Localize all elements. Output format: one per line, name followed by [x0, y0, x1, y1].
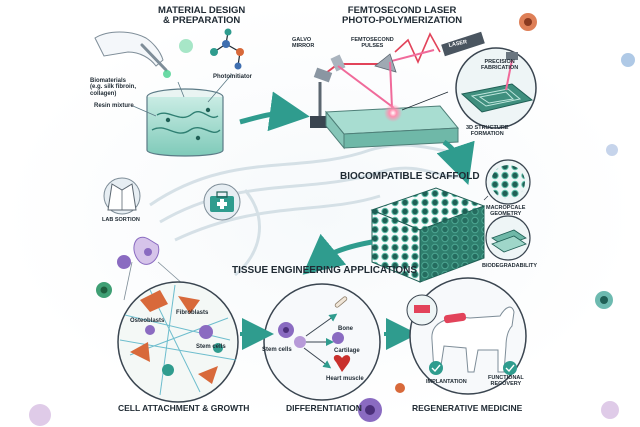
structure-line1: 3D STRUCTURE [466, 125, 509, 131]
galvo-line2: MIRROR [292, 42, 315, 49]
biomaterials-line3: collagen) [90, 90, 117, 97]
recovery-line2: RECOVERY [490, 380, 522, 387]
arrow-to-scaffold [436, 139, 475, 185]
structure-formation-label: 3D STRUCTURE FORMATION [466, 125, 509, 138]
laser-title: FEMTOSECOND LASER PHOTO-POLYMERIZATION [342, 6, 462, 26]
regenerative-circle [406, 277, 527, 395]
biomaterials-line2: (e.g. silk fibroin, [90, 84, 137, 91]
galvo-line1: GALVO [292, 37, 312, 43]
precision-fabrication-inset [455, 47, 537, 129]
macroscale-geometry-inset [483, 159, 531, 205]
laser-setup [310, 31, 485, 150]
attachment-stem-cells-label: Stem cells [196, 344, 226, 350]
precision-fabrication-label: PRECISION FABRICATION [481, 59, 519, 72]
attachment-title: CELL ATTACHMENT & GROWTH [118, 403, 250, 413]
differentiation-stem-cells-label: Stem cells [262, 347, 292, 353]
biodegradability-label: BIODEGRADABILITY [482, 263, 537, 269]
lab-sortion-label: LAB SORTION [102, 217, 140, 223]
recovery-line1: FUNCTIONAL [488, 375, 524, 381]
implantation-label: IMPLANTATION [426, 379, 467, 385]
laser-title-line1: FEMTOSECOND LASER [347, 5, 457, 16]
structure-line2: FORMATION [470, 130, 504, 137]
photoinitiator-label: Photoinitiator [213, 74, 252, 80]
arrow-to-applications [302, 233, 373, 275]
laser-title-line2: PHOTO-POLYMERIZATION [342, 14, 463, 26]
osteoblasts-label: Osteoblasts [130, 318, 165, 324]
differentiation-title: DIFFERENTIATION [286, 403, 362, 413]
cell-attachment-circle [117, 237, 239, 403]
gloved-hand-icon [94, 31, 171, 78]
macroscale-geometry-label: MACROPCALE GEOMETRY [486, 205, 526, 218]
biomaterials-line1: Biomaterials [90, 78, 127, 84]
material-title: MATERIAL DESIGN & PREPARATION [158, 6, 245, 26]
differentiation-circle [263, 283, 381, 401]
heart-muscle-label: Heart muscle [326, 376, 364, 382]
biodegradability-inset [485, 215, 531, 261]
scaffold-block [370, 187, 486, 283]
precision-line2: FABRICATION [481, 64, 519, 71]
precision-line1: PRECISION [484, 59, 515, 65]
resin-beaker [146, 88, 224, 157]
geometry-line1: MACROPCALE [486, 205, 526, 211]
applications-title: TISSUE ENGINEERING APPLICATIONS [232, 265, 418, 276]
fibroblasts-label: Fibroblasts [176, 310, 209, 316]
biomaterials-label: Biomaterials (e.g. silk fibroin, collage… [90, 78, 136, 97]
arrow-to-laser [239, 91, 310, 132]
medical-kit-icon [203, 183, 241, 221]
lab-coat-icon [103, 177, 141, 215]
regenerative-title: REGENERATIVE MEDICINE [412, 403, 523, 413]
scaffold-title: BIOCOMPATIBLE SCAFFOLD [340, 171, 480, 182]
femtosecond-pulses-label: FEMTOSECOND PULSES [351, 37, 394, 50]
decorative-cells [29, 13, 635, 426]
material-title-line1: MATERIAL DESIGN [158, 5, 246, 16]
cartilage-label: Cartilage [334, 348, 360, 354]
photoinitiator-molecule-icon [179, 28, 244, 70]
material-title-line2: & PREPARATION [163, 14, 241, 26]
pulses-line2: PULSES [361, 42, 384, 49]
functional-recovery-label: FUNCTIONAL RECOVERY [488, 375, 524, 388]
pulses-line1: FEMTOSECOND [351, 37, 394, 43]
geometry-line2: GEOMETRY [490, 210, 522, 217]
galvo-mirror-label: GALVO MIRROR [292, 37, 315, 50]
resin-mixture-label: Resin mixture [94, 103, 134, 109]
bone-label: Bone [338, 326, 353, 332]
